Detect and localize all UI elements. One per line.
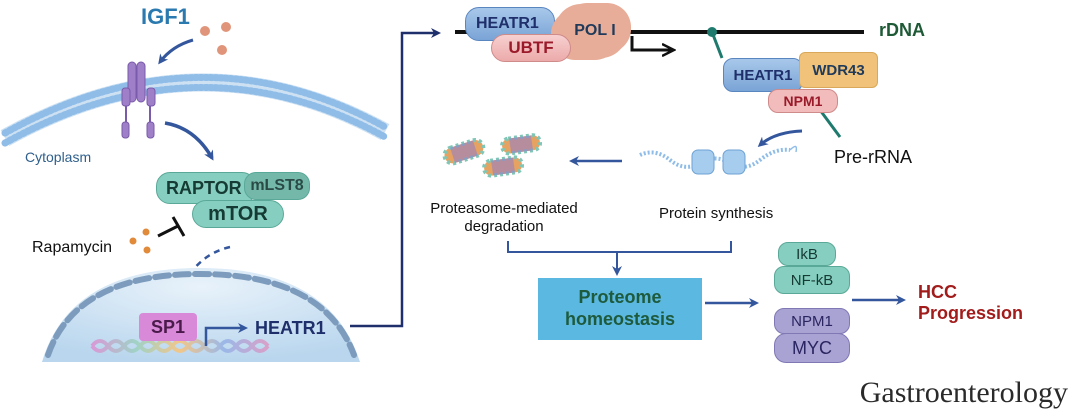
heatr1-to-rdna-connector [350, 28, 441, 328]
mlst8-label: mLST8 [250, 177, 304, 194]
myc-label: MYC [792, 337, 832, 358]
proteasome-icon [442, 133, 543, 178]
homeostasis-line1: Proteome [578, 287, 662, 308]
mlst8-protein: mLST8 [244, 172, 310, 200]
rapamycin-label: Rapamycin [32, 239, 113, 256]
mtor-to-nucleus-dashed-arrow [176, 245, 231, 298]
pol1-label: POL I [574, 22, 616, 39]
ubtf-label: UBTF [508, 38, 554, 57]
proteasome-label-line1: Proteasome-mediated [430, 200, 578, 217]
igf1-receptor-icon [121, 61, 156, 139]
pre-rrna-strand [707, 27, 842, 138]
nfkb-protein: NF-kB [774, 266, 850, 294]
pre-rrna-to-synthesis-arrow [757, 129, 803, 147]
homeostasis-line2: homeostasis [564, 309, 676, 329]
heatr1-gene-label: HEATR1 [255, 318, 326, 338]
igf1-ligand-icon [200, 22, 231, 55]
hcc-line2: Progression [918, 302, 1024, 323]
sp1-protein: SP1 [139, 313, 197, 341]
npm1-complex-label: NPM1 [783, 93, 823, 109]
inhibition-bar-icon [157, 216, 186, 238]
convergence-bracket [507, 241, 732, 253]
igf1-label: IGF1 [141, 4, 190, 29]
mtor-label: mTOR [208, 202, 268, 225]
heatr1-top-label: HEATR1 [476, 15, 539, 32]
ikb-protein: IkB [778, 242, 836, 266]
proteasome-degradation-label: Proteasome-mediated degradation [424, 200, 584, 236]
proteasome-label-line2: degradation [464, 218, 544, 235]
sp1-label: SP1 [150, 316, 186, 337]
wdr43-label: WDR43 [812, 61, 865, 79]
nfkb-label: NF-kB [790, 271, 834, 289]
pol1-transcription-arrow [630, 36, 672, 50]
wdr43-protein: WDR43 [799, 52, 878, 88]
heatr1-complex-label: HEATR1 [733, 66, 793, 84]
rdna-label: rDNA [879, 20, 926, 40]
rapamycin-molecule-icon [129, 228, 151, 254]
mtor-protein: mTOR [192, 200, 284, 228]
igf1-binding-arrow [158, 38, 194, 65]
hcc-line1: HCC [918, 282, 957, 302]
myc-protein: MYC [774, 333, 850, 363]
raptor-protein: RAPTOR [156, 172, 256, 204]
polysome-icon [639, 145, 798, 175]
cell-membrane-icon [0, 73, 390, 147]
npm1-protein-complex: NPM1 [768, 89, 838, 113]
proteome-homeostasis-box: Proteome homeostasis [538, 278, 702, 340]
nucleus-icon [42, 268, 360, 362]
cytoplasm-label: Cytoplasm [25, 149, 92, 165]
hcc-progression-label: HCC Progression [918, 282, 1023, 323]
heatr1-protein-complex: HEATR1 [723, 58, 803, 92]
protein-synthesis-label: Protein synthesis [659, 205, 774, 222]
transcription-arrow [204, 323, 248, 346]
npm1-protein: NPM1 [774, 308, 850, 334]
dna-helix-icon [90, 339, 270, 353]
ikb-label: IkB [796, 245, 818, 263]
raptor-label: RAPTOR [166, 177, 242, 198]
npm1-label: NPM1 [791, 312, 833, 330]
ubtf-protein: UBTF [491, 34, 571, 62]
receptor-to-mtor-arrow [164, 121, 214, 161]
pre-rrna-label: Pre-rRNA [834, 147, 913, 167]
journal-watermark: Gastroenterology [859, 376, 1068, 409]
